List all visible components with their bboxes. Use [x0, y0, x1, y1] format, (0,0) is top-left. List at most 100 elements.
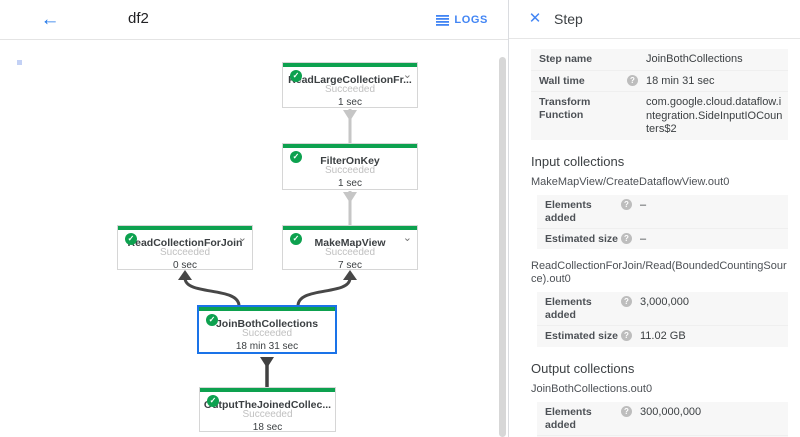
step-details-panel: ✕ Step Step name JoinBothCollections Wal…	[508, 0, 800, 437]
field-label: Step name	[539, 53, 593, 65]
minimap-dot	[17, 60, 22, 65]
node-title: ReadCollectionForJoin	[127, 237, 243, 249]
field-row-wall-time: Wall time 18 min 31 sec	[531, 69, 788, 91]
success-check-icon	[290, 233, 302, 245]
metric-label: Estimated size	[545, 330, 618, 342]
success-check-icon	[125, 233, 137, 245]
field-label: Transform Function	[539, 96, 591, 121]
panel-scrollbar-thumb[interactable]	[499, 57, 506, 437]
graph-node-filteronkey[interactable]: FilterOnKey Succeeded 1 sec	[282, 143, 418, 190]
node-time: 0 sec	[173, 260, 197, 271]
metric-label: Elements added	[545, 198, 592, 224]
metric-label: Elements added	[545, 296, 592, 321]
node-status: Succeeded	[324, 247, 376, 258]
node-title: OutputTheJoinedCollec...	[203, 399, 332, 411]
success-check-icon	[290, 151, 302, 163]
arrowhead-down-dark	[260, 357, 274, 368]
help-icon[interactable]	[621, 330, 632, 341]
node-status: Succeeded	[159, 247, 211, 258]
logs-button-label: LOGS	[454, 14, 488, 26]
node-time: 18 sec	[252, 422, 283, 433]
collection-name: JoinBothCollections.out0	[531, 382, 653, 395]
node-status: Succeeded	[241, 328, 293, 339]
success-check-icon	[290, 70, 302, 82]
metric-row: Elements added 300,000,000	[537, 401, 788, 435]
panel-title: Step	[554, 11, 583, 27]
node-status-bar	[283, 144, 417, 148]
field-value: JoinBothCollections	[646, 53, 743, 65]
collection-metrics: Elements added – Estimated size –	[537, 194, 788, 249]
expand-chevron-icon[interactable]	[403, 68, 412, 81]
metric-row: Estimated size –	[537, 227, 788, 249]
node-status-bar	[283, 63, 417, 67]
logs-list-icon	[436, 14, 450, 26]
success-check-icon	[206, 314, 218, 326]
graph-node-makemapview[interactable]: MakeMapView Succeeded 7 sec	[282, 225, 418, 271]
node-title: FilterOnKey	[320, 155, 380, 167]
expand-chevron-icon[interactable]	[403, 231, 412, 244]
output-collections-heading: Output collections	[531, 360, 635, 376]
collection-name: MakeMapView/CreateDataflowView.out0	[531, 175, 730, 188]
help-icon[interactable]	[621, 232, 632, 244]
step-fields: Step name JoinBothCollections Wall time …	[531, 49, 788, 140]
arrowhead-up-dark	[343, 270, 357, 280]
graph-edges	[178, 109, 357, 388]
node-time: 7 sec	[338, 260, 362, 271]
step-panel-body: Step name JoinBothCollections Wall time …	[509, 39, 800, 437]
arrowhead-down-gray	[343, 192, 357, 203]
node-status-bar	[283, 226, 417, 230]
close-icon[interactable]: ✕	[528, 10, 542, 27]
node-status-bar	[200, 388, 335, 392]
help-icon[interactable]	[621, 296, 632, 307]
node-title: MakeMapView	[314, 237, 386, 249]
metric-value: 300,000,000	[640, 405, 702, 418]
graph-node-joinbothcollections[interactable]: JoinBothCollections Succeeded 18 min 31 …	[197, 305, 337, 354]
node-title: JoinBothCollections	[215, 318, 319, 330]
job-title: df2	[128, 10, 149, 27]
field-value: 18 min 31 sec	[646, 74, 715, 87]
node-time: 18 min 31 sec	[235, 341, 299, 352]
metric-value: 11.02 GB	[640, 330, 686, 342]
node-status: Succeeded	[242, 409, 293, 420]
metric-value: –	[640, 232, 647, 245]
node-status-bar	[118, 226, 252, 230]
field-value: com.google.cloud.dataflow.integration.Si…	[646, 96, 783, 135]
node-title: ReadLargeCollectionFr...	[288, 74, 412, 86]
help-icon[interactable]	[621, 198, 632, 210]
expand-chevron-icon[interactable]	[238, 231, 247, 244]
job-header: ← df2 LOGS	[0, 0, 508, 40]
graph-node-readcollectionforjoin[interactable]: ReadCollectionForJoin Succeeded 0 sec	[117, 225, 253, 271]
back-arrow-icon[interactable]: ←	[40, 9, 60, 30]
help-icon[interactable]	[621, 405, 632, 417]
field-row-transform-function: Transform Function com.google.cloud.data…	[531, 91, 788, 140]
node-status: Succeeded	[324, 84, 376, 95]
help-icon[interactable]	[627, 74, 638, 86]
node-time: 1 sec	[338, 178, 362, 189]
graph-node-readlargecollection[interactable]: ReadLargeCollectionFr... Succeeded 1 sec	[282, 62, 418, 108]
field-label: Wall time	[539, 74, 585, 87]
metric-label: Estimated size	[545, 232, 618, 245]
logs-button[interactable]: LOGS	[436, 10, 488, 30]
input-collections-heading: Input collections	[531, 153, 625, 169]
metric-row: Estimated size 20.12 GB	[537, 434, 788, 437]
metric-value: –	[640, 198, 647, 211]
metric-row: Elements added –	[537, 194, 788, 228]
field-row-step-name: Step name JoinBothCollections	[531, 49, 788, 70]
arrowhead-down-gray	[343, 110, 357, 121]
node-time: 1 sec	[338, 97, 362, 108]
collection-metrics: Elements added 300,000,000 Estimated siz…	[537, 401, 788, 437]
metric-row: Elements added 3,000,000	[537, 292, 788, 325]
collection-metrics: Elements added 3,000,000 Estimated size …	[537, 292, 788, 347]
job-graph-canvas[interactable]: ReadLargeCollectionFr... Succeeded 1 sec…	[0, 40, 498, 437]
collection-name: ReadCollectionForJoin/Read(BoundedCounti…	[531, 260, 787, 285]
edge-readcollection-joinboth	[183, 277, 241, 307]
edge-makemapview-joinboth	[296, 277, 352, 307]
metric-row: Estimated size 11.02 GB	[537, 325, 788, 347]
success-check-icon	[207, 395, 219, 407]
step-panel-header: ✕ Step	[509, 0, 800, 39]
node-status-bar	[199, 307, 335, 311]
graph-node-outputthejoined[interactable]: OutputTheJoinedCollec... Succeeded 18 se…	[199, 387, 336, 433]
metric-label: Elements added	[545, 405, 592, 431]
node-status: Succeeded	[324, 165, 376, 176]
